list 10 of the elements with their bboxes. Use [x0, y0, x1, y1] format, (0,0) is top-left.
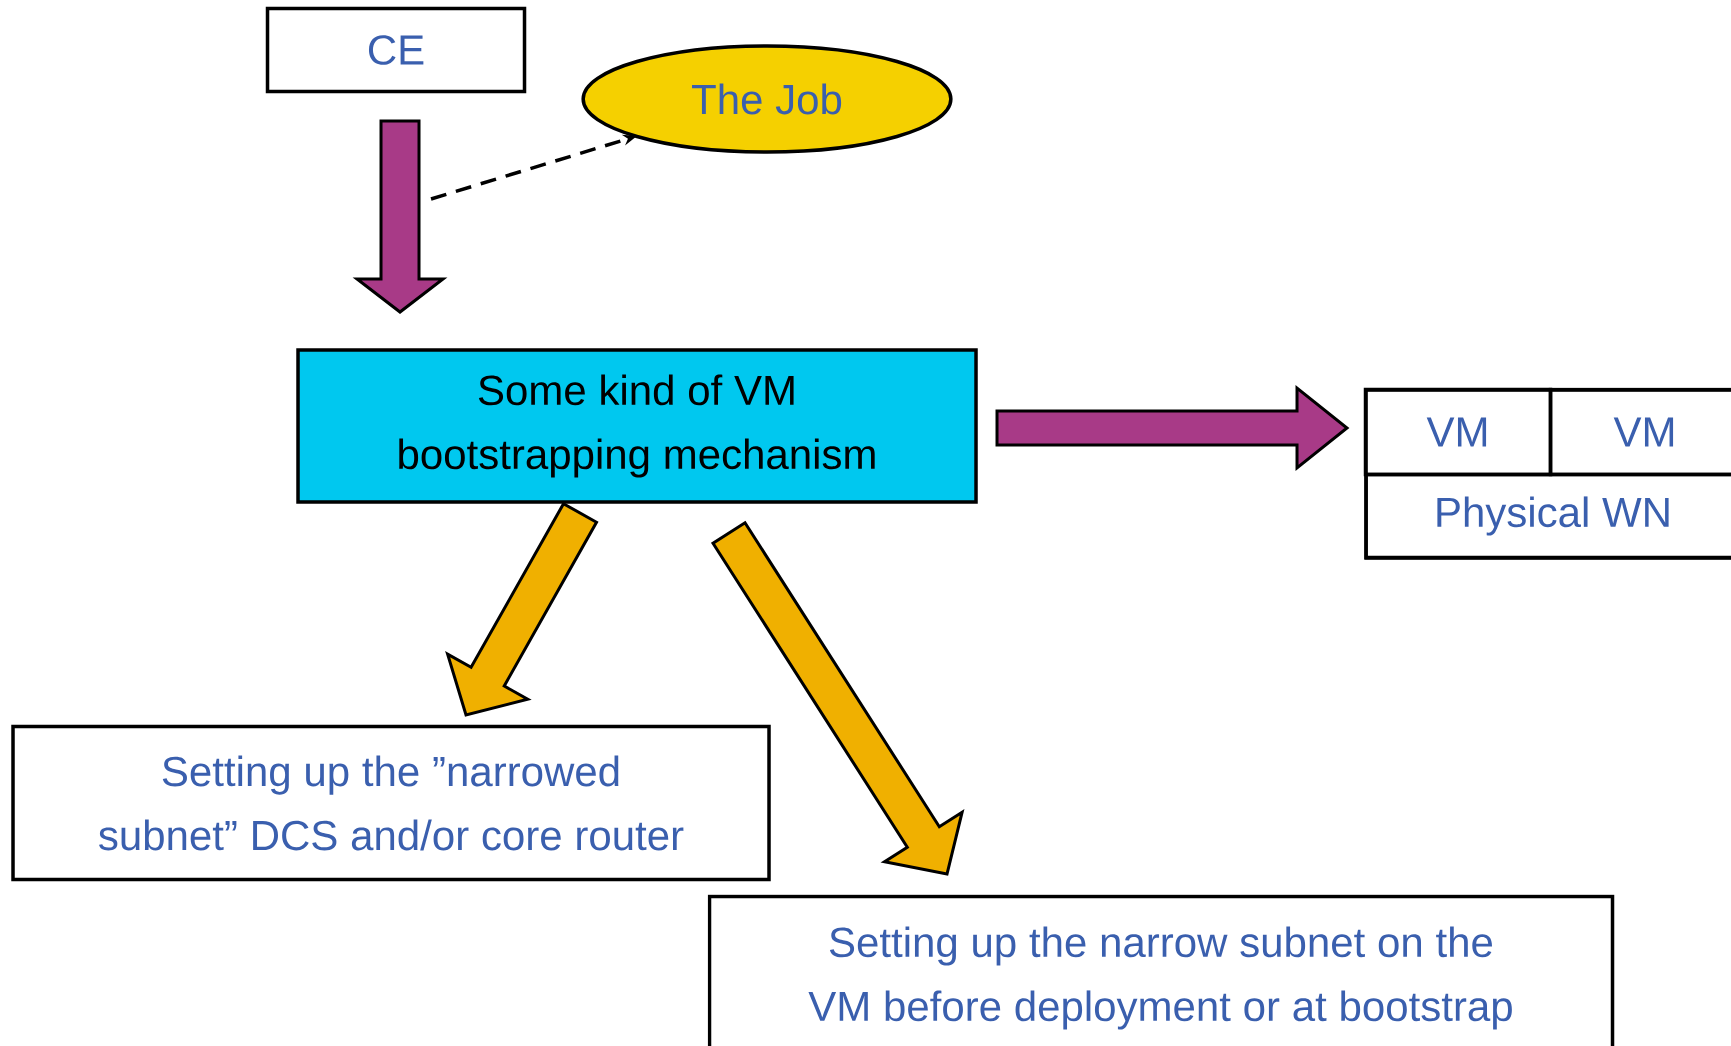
process-box: Setting up the narrow subnet on the VM before deployment or at bootstrap — [707, 894, 1615, 1046]
block-arrow — [352, 119, 448, 314]
table-cell: VM — [1548, 387, 1731, 477]
process-box: Some kind of VM bootstrapping mechanism — [296, 348, 978, 504]
table-cell: VM — [1363, 387, 1553, 477]
table-cell: Physical WN — [1364, 472, 1731, 560]
process-box: CE — [265, 6, 527, 94]
block-arrow — [995, 384, 1350, 472]
table-frame — [1364, 388, 1731, 560]
process-box: Setting up the ”narrowed subnet” DCS and/or core router — [11, 724, 771, 882]
